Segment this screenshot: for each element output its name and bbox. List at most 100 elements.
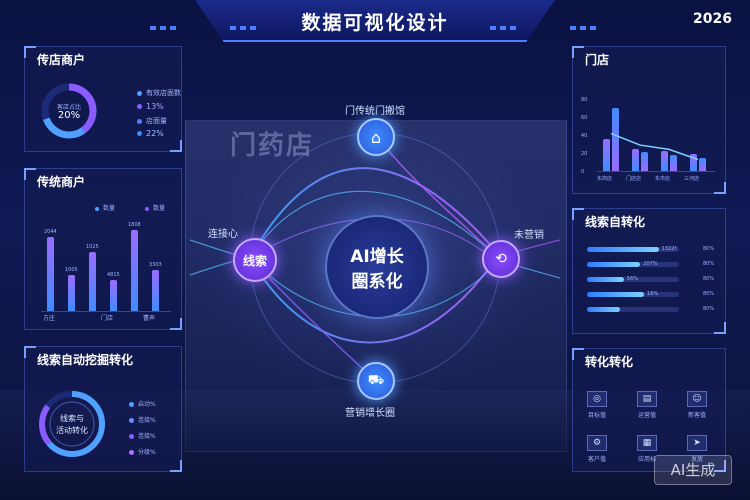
target-icon: ◎	[587, 391, 607, 407]
home-icon: ⌂	[370, 127, 382, 147]
panel-title: 传店商户	[37, 53, 86, 67]
node-label: 门传统门搬馆	[345, 106, 405, 117]
metric-item[interactable]: ◎目标值	[581, 391, 613, 421]
progress-bar	[587, 307, 621, 312]
core-text: AI增长	[350, 247, 404, 267]
core-node: AI增长 圈系化	[325, 215, 429, 319]
y-tick-label: 60	[581, 115, 588, 121]
progress-percent: 80%	[703, 306, 715, 312]
progress-value: 56%	[626, 276, 638, 282]
y-tick-label: 0	[581, 169, 585, 175]
bar-value-label: 2044	[44, 229, 57, 236]
chart-bar	[110, 280, 117, 311]
page-title: 数据可视化设计	[301, 12, 449, 34]
panel-title: 门店	[585, 53, 610, 67]
progress-bar	[587, 247, 659, 252]
chart-bar	[661, 150, 668, 171]
progress-percent: 80%	[703, 276, 715, 282]
store-sign: 门药店	[230, 131, 315, 161]
chart-bar	[690, 153, 697, 171]
x-tick-label: 东市店	[655, 176, 671, 182]
chart-bar	[131, 230, 138, 311]
metric-item[interactable]: ▤运营值	[631, 391, 663, 421]
gear-icon: ⚙	[587, 435, 607, 451]
progress-percent: 80%	[703, 261, 715, 267]
chart-icon: ▤	[637, 391, 657, 407]
donut-value: 20%	[57, 110, 81, 121]
legend-item: 数量	[95, 203, 115, 212]
legend-item: 有效店面数	[137, 88, 181, 98]
progress-value: 16%	[647, 291, 659, 297]
panel-title: 线索自转化	[585, 215, 646, 229]
node-label: 营销增长圈	[345, 408, 395, 419]
chart-bar	[152, 269, 159, 311]
bar-value-label: 3303	[149, 261, 162, 268]
progress-list: 1322f 80% 207% 80% 56% 80% 16% 80% 80%	[587, 246, 715, 327]
y-tick-label: 40	[581, 133, 588, 139]
x-axis: 东商店门店店东市店三河店	[597, 175, 715, 185]
trend-line	[610, 132, 699, 161]
node-marketing[interactable]: ⟲	[482, 240, 520, 278]
metric-item[interactable]: ▦应用标	[631, 435, 663, 465]
chart-bar	[603, 138, 610, 171]
progress-value: 207%	[643, 261, 658, 267]
donut-chart	[41, 83, 97, 139]
ring-text: 线索与	[60, 414, 84, 423]
x-tick-label: 三河店	[684, 176, 700, 182]
node-leads[interactable]: 线索	[233, 238, 277, 282]
x-tick-label: 门店	[101, 315, 114, 322]
header-bar	[195, 0, 555, 42]
progress-percent: 80%	[703, 291, 715, 297]
ring-chart	[39, 391, 105, 457]
x-tick-label: 曹声	[143, 315, 156, 322]
core-text: 圈系化	[351, 272, 403, 292]
year-label: 2026	[693, 11, 732, 27]
legend-item: 连接%	[129, 415, 156, 424]
panel-title: 转化转化	[585, 355, 634, 369]
legend-item: 13%	[137, 102, 164, 111]
node-growth[interactable]: ⛟	[357, 362, 395, 400]
chart-bar	[641, 152, 648, 171]
legend-dot	[137, 131, 142, 136]
metric-item[interactable]: ☺新客值	[681, 391, 713, 421]
panel-store-merchants: 传店商户 客店占比 20% 有效店面数 13% 店面量 22%	[24, 46, 182, 152]
legend-item: 22%	[137, 129, 164, 138]
panel-title: 线索自动挖掘转化	[37, 353, 134, 367]
chart-bar	[68, 275, 75, 311]
bar-value-label: 1808	[128, 222, 141, 228]
node-label: 未营销	[514, 230, 544, 241]
panel-title: 传统商户	[37, 175, 86, 189]
chart-bar	[670, 155, 677, 171]
ring-text: 活动转化	[56, 426, 88, 435]
bar-value-label: 1025	[86, 243, 99, 250]
progress-value: 1322f	[661, 246, 677, 252]
sync-icon: ⟲	[495, 251, 507, 267]
metric-item[interactable]: ➤发放	[681, 435, 713, 465]
legend-item: 连接%	[129, 431, 156, 440]
legend-dot	[137, 104, 142, 109]
progress-track	[587, 307, 679, 312]
bar-value-label: 4815	[107, 272, 120, 279]
x-tick-label: 方庄	[43, 315, 56, 322]
legend-dot	[137, 118, 142, 124]
header-decoration	[570, 26, 600, 30]
progress-track	[587, 277, 679, 282]
cart-icon: ⛟	[367, 372, 385, 388]
chart-bar	[632, 149, 639, 171]
metric-item[interactable]: ⚙客户值	[581, 435, 613, 465]
panel-lead-conversion: 线索自转化 1322f 80% 207% 80% 56% 80% 16% 80% 80%	[572, 208, 726, 334]
ai-watermark: AI生成	[654, 455, 732, 485]
x-tick-label: 东商店	[597, 176, 613, 182]
legend-dot	[137, 90, 142, 96]
progress-bar	[587, 292, 645, 297]
send-icon: ➤	[687, 435, 707, 451]
progress-percent: 80%	[703, 246, 715, 252]
donut-label: 客店占比	[56, 104, 81, 111]
header-decoration	[230, 26, 260, 30]
chart-bar	[612, 107, 619, 171]
progress-bar	[587, 277, 624, 282]
node-store[interactable]: ⌂	[357, 118, 395, 156]
panel-lead-mining: 线索自动挖掘转化 线索与 活动转化 启动% 连接% 连接% 分级%	[24, 346, 182, 472]
